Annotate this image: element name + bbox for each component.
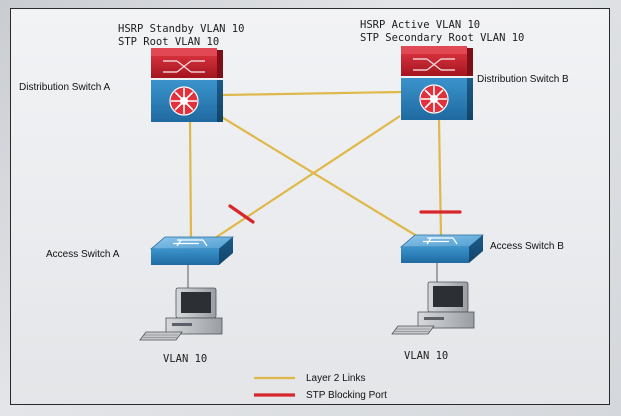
dist-a-annotation-line1: HSRP Standby VLAN 10: [118, 23, 244, 35]
pc-a-vlan-label: VLAN 10: [163, 353, 207, 365]
dist-a-label: Distribution Switch A: [19, 82, 110, 93]
workstation-b-icon[interactable]: [391, 281, 475, 335]
layer2-links: [188, 90, 443, 241]
workstation-a-icon[interactable]: [139, 287, 223, 341]
link-dist-b-to-access-b: [437, 119, 443, 237]
legend-layer2-label: Layer 2 Links: [306, 373, 365, 384]
link-dist-a-to-access-b: [219, 115, 421, 239]
legend-blocking-label: STP Blocking Port: [306, 390, 387, 401]
pc-b-vlan-label: VLAN 10: [404, 350, 448, 362]
access-switch-b-icon[interactable]: [399, 234, 485, 263]
legend: Layer 2 Links STP Blocking Port: [254, 373, 387, 401]
link-dist-a-to-access-a: [188, 121, 193, 239]
link-dist-b-to-access-a: [211, 115, 401, 241]
dist-a-annotation-line2: STP Root VLAN 10: [118, 36, 219, 48]
dist-b-annotation-line2: STP Secondary Root VLAN 10: [360, 32, 524, 44]
blocking-mark-access-a: [228, 204, 255, 224]
access-a-label: Access Switch A: [46, 249, 120, 260]
access-b-label: Access Switch B: [490, 241, 564, 252]
distribution-switch-b-icon[interactable]: [401, 46, 473, 120]
access-switch-a-icon[interactable]: [149, 236, 235, 265]
distribution-switch-a-icon[interactable]: [151, 48, 223, 122]
diagram-frame: [10, 8, 610, 405]
stp-blocking-ports: [228, 204, 462, 224]
host-links: [187, 263, 438, 290]
link-dist-a-to-dist-b: [221, 90, 403, 97]
dist-b-annotation-line1: HSRP Active VLAN 10: [360, 19, 480, 31]
dist-b-label: Distribution Switch B: [477, 74, 569, 85]
